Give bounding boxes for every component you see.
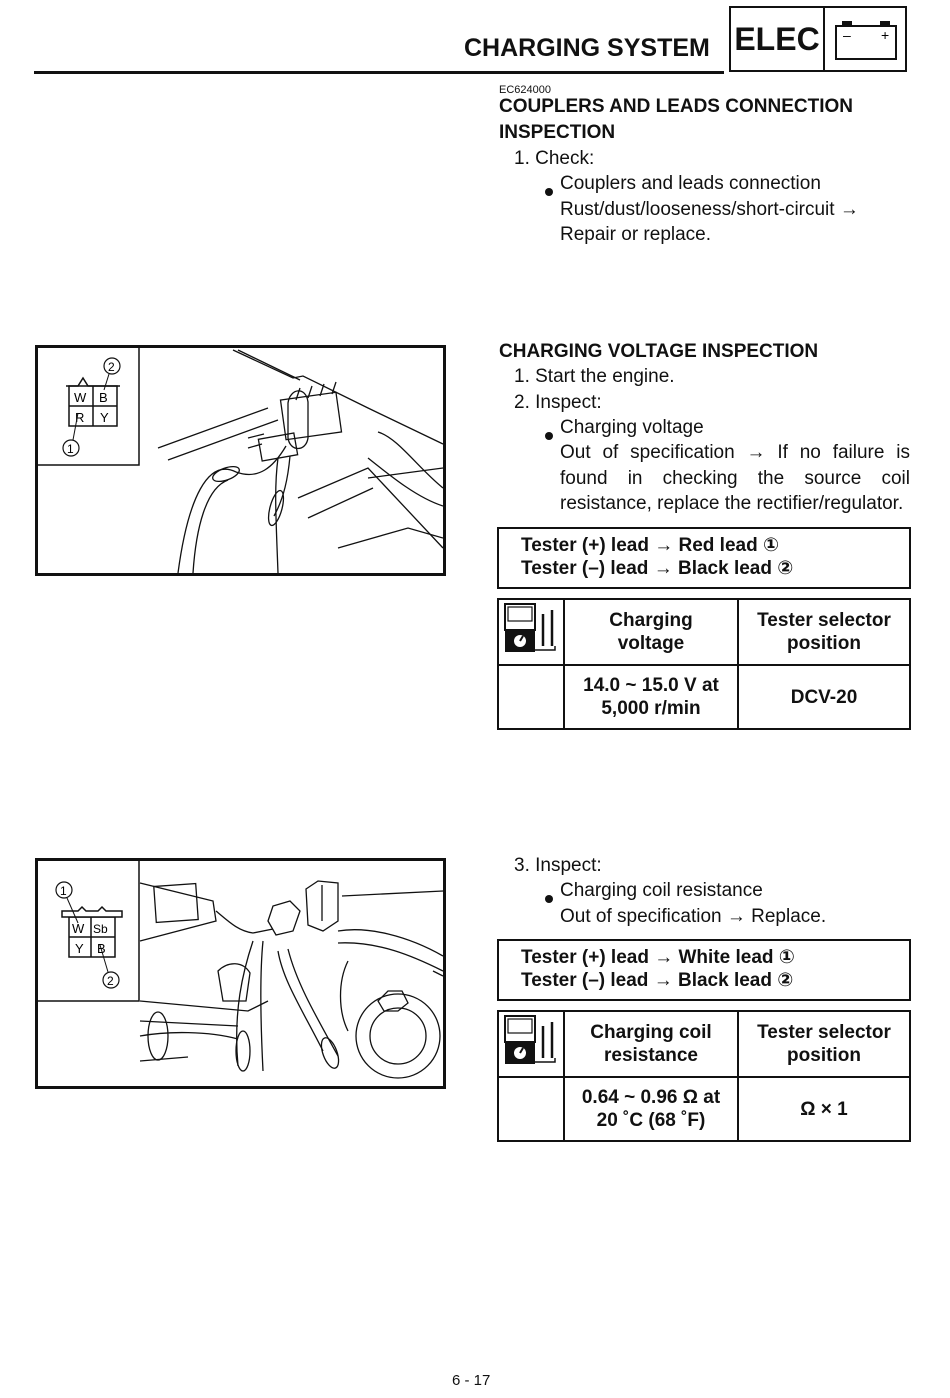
coil-line2: Out of specification → Replace. xyxy=(560,906,827,927)
value-tester-selector: Ω × 1 xyxy=(737,1076,911,1142)
pin-label: W xyxy=(72,921,85,936)
pocket-tester-icon xyxy=(504,603,556,652)
section-label: ELEC xyxy=(734,21,820,57)
battery-minus: – xyxy=(843,27,851,43)
header-tester-selector: Tester selector position xyxy=(737,1010,911,1078)
pin-label: R xyxy=(75,410,84,425)
tester-minus-lead: Tester (–) lead → Black lead ② xyxy=(521,970,794,991)
value-coil-resistance: 0.64 ~ 0.96 Ω at 20 ˚C (68 ˚F) xyxy=(563,1076,739,1142)
pocket-tester-icon xyxy=(504,1015,556,1064)
header-tester-selector: Tester selector position xyxy=(737,598,911,666)
callout-1: 1 xyxy=(60,884,67,898)
couplers-bullet: Couplers and leads connection xyxy=(560,173,821,194)
pin-label: B xyxy=(99,390,108,405)
section-code: EC624000 xyxy=(499,84,551,96)
page-number: 6 - 17 xyxy=(452,1372,491,1389)
meter-cell xyxy=(497,1010,565,1078)
bullet-dot xyxy=(545,890,553,908)
voltage-spec-table: Charging voltage Tester selector positio… xyxy=(497,598,911,730)
tester-plus-lead: Tester (+) lead → White lead ① xyxy=(521,947,795,968)
voltage-bullet: Charging voltage xyxy=(560,417,704,438)
couplers-line2: Rust/dust/looseness/short-circuit → xyxy=(560,199,859,220)
couplers-heading-line2: INSPECTION xyxy=(499,122,616,143)
pin-label: W xyxy=(74,390,87,405)
meter-cell xyxy=(497,598,565,666)
figure-stator-coupler: W Sb Y B 1 2 xyxy=(35,858,446,1089)
voltage-step1: 1. Start the engine. xyxy=(514,366,675,387)
battery-icon: – + xyxy=(835,21,897,60)
voltage-description: Out of specification → If no failure is … xyxy=(560,442,910,514)
pin-label: Sb xyxy=(93,922,108,936)
empty-cell xyxy=(497,1076,565,1142)
bullet-dot xyxy=(545,427,553,445)
callout-2: 2 xyxy=(107,974,114,988)
empty-cell xyxy=(497,664,565,730)
value-charging-voltage: 14.0 ~ 15.0 V at 5,000 r/min xyxy=(563,664,739,730)
couplers-step1: 1. Check: xyxy=(514,148,595,169)
coil-tester-leads: Tester (+) lead → White lead ① Tester (–… xyxy=(497,939,911,1001)
tester-minus-lead: Tester (–) lead → Black lead ② xyxy=(521,558,794,579)
section-tab: ELEC – + xyxy=(729,6,907,72)
header-charging-coil: Charging coil resistance xyxy=(563,1010,739,1078)
voltage-heading: CHARGING VOLTAGE INSPECTION xyxy=(499,341,819,362)
coil-step3: 3. Inspect: xyxy=(514,855,602,876)
callout-1: 1 xyxy=(67,442,74,456)
stator-coupler-illustration: W Sb Y B 1 2 xyxy=(38,861,444,1079)
header-charging-voltage: Charging voltage xyxy=(563,598,739,666)
coil-bullet: Charging coil resistance xyxy=(560,880,763,901)
couplers-line3: Repair or replace. xyxy=(560,224,712,245)
tester-plus-lead: Tester (+) lead → Red lead ① xyxy=(521,535,780,556)
pin-label: Y xyxy=(100,410,109,425)
couplers-heading-line1: COUPLERS AND LEADS CONNECTION xyxy=(499,96,853,117)
section-divider xyxy=(823,8,825,70)
callout-2: 2 xyxy=(108,360,115,374)
header-rule xyxy=(34,71,724,74)
coil-spec-table: Charging coil resistance Tester selector… xyxy=(497,1010,911,1142)
battery-plus: + xyxy=(881,27,889,43)
voltage-tester-leads: Tester (+) lead → Red lead ① Tester (–) … xyxy=(497,527,911,589)
figure-regulator-coupler: W B R Y 2 1 xyxy=(35,345,446,576)
voltage-step2: 2. Inspect: xyxy=(514,392,602,413)
bullet-dot xyxy=(545,183,553,201)
regulator-coupler-illustration: W B R Y 2 1 xyxy=(38,348,444,574)
value-tester-selector: DCV-20 xyxy=(737,664,911,730)
pin-label: Y xyxy=(75,941,84,956)
page-title: CHARGING SYSTEM xyxy=(464,34,710,62)
